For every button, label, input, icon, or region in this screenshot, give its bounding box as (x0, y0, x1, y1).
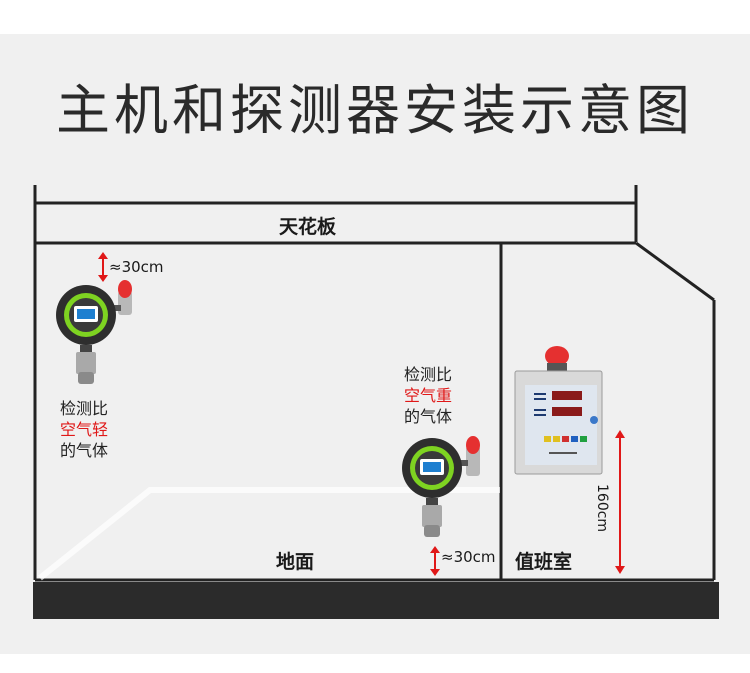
duty-room-label: 值班室 (515, 551, 573, 573)
alarm-light-icon (118, 280, 132, 298)
light-gas-line-2: 空气轻 (60, 420, 109, 439)
height-arrow (615, 430, 625, 574)
heavy-gas-line-1: 检测比 (404, 365, 453, 384)
distance-label-bottom: ≈30cm (441, 548, 496, 566)
alarm-light-icon (545, 346, 569, 366)
alarm-light-icon (466, 436, 480, 454)
light-gas-line-1: 检测比 (60, 399, 109, 418)
alarm-controller (514, 346, 603, 475)
floor-label: 地面 (276, 551, 315, 573)
roof-slope (635, 241, 715, 302)
heavy-gas-note: 检测比 空气重 的气体 (404, 364, 452, 427)
page-title: 主机和探测器安装示意图 (56, 79, 694, 142)
heavy-gas-line-3: 的气体 (404, 407, 453, 426)
distance-label-top: ≈30cm (109, 258, 164, 276)
light-gas-note: 检测比 空气轻 的气体 (60, 398, 108, 461)
diagram-canvas (0, 34, 750, 654)
building-outline (33, 185, 716, 582)
ceiling-label: 天花板 (279, 216, 337, 238)
height-label: 160cm (594, 484, 610, 533)
distance-arrow-top (98, 252, 108, 282)
gas-detector-low (402, 436, 480, 537)
heavy-gas-line-2: 空气重 (404, 386, 453, 405)
distance-arrow-bottom (430, 546, 440, 576)
light-gas-line-3: 的气体 (60, 441, 109, 460)
floor-band (33, 582, 719, 619)
floor-perspective (38, 487, 500, 581)
gas-detector-high (56, 280, 132, 384)
